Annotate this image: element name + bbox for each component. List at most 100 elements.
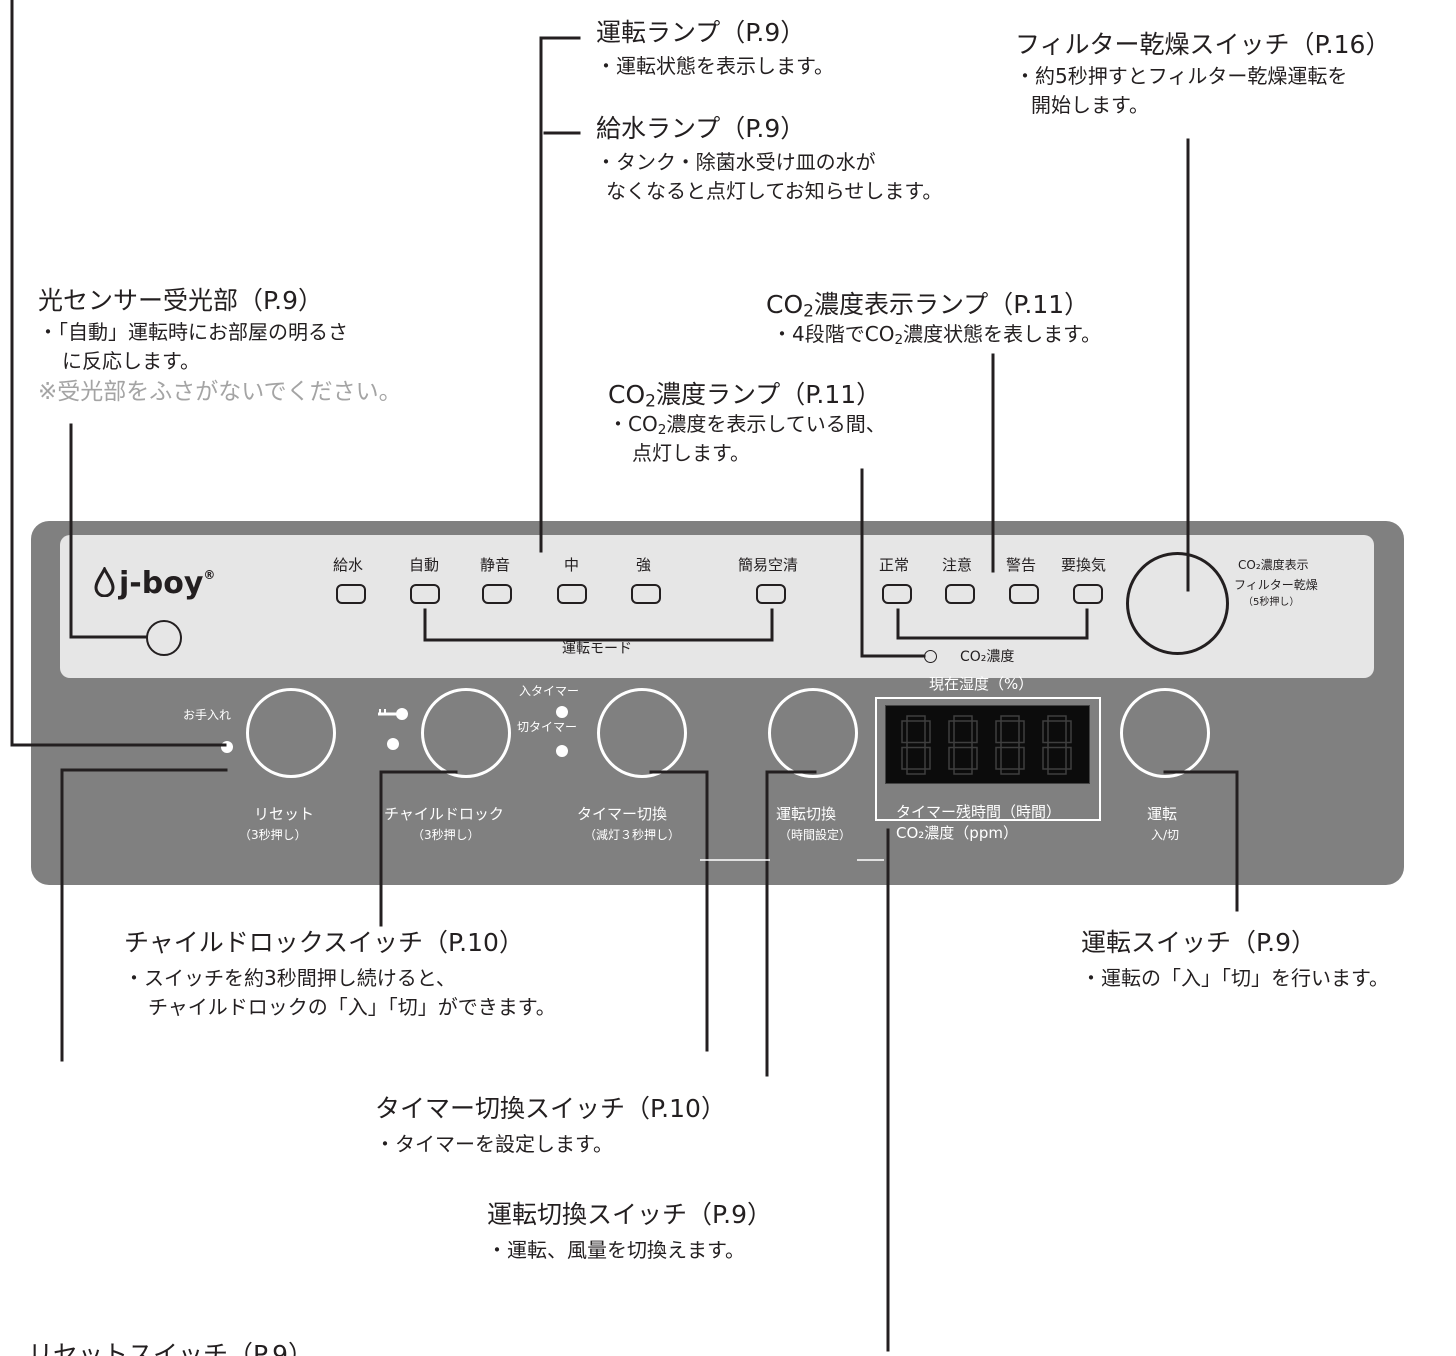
co2-display-lamp-title-post: 濃度表示ランプ（P.11） — [813, 290, 1090, 319]
run-lamp-title: 運転ランプ（P.9） — [596, 18, 806, 47]
lamp-label-air-clean: 簡易空清 — [738, 556, 799, 574]
digit-segment — [971, 746, 978, 770]
run-lamp-annotation: 運転ランプ（P.9） ・運転状態を表示します。 — [596, 18, 834, 81]
water-lamp-annotation: 給水ランプ（P.9） ・タンク・除菌水受け皿の水が なくなると点灯してお知らせし… — [596, 114, 942, 206]
display-digit — [948, 715, 978, 775]
child-lock-title: チャイルドロックスイッチ（P.10） — [124, 928, 524, 957]
run-mode-label: 運転モード — [562, 641, 632, 657]
mode-button[interactable] — [768, 688, 858, 778]
strong-lamp — [631, 584, 661, 604]
display-digit — [901, 715, 931, 775]
co2-lamp-desc-pre: ・CO — [608, 412, 658, 436]
co2-display-lamp-title-pre: CO — [766, 290, 804, 319]
run-lamp-desc: ・運転状態を表示します。 — [596, 54, 834, 78]
digit-segment — [924, 720, 931, 744]
timer-remaining-label: タイマー残時間（時間） — [896, 803, 1062, 821]
digit-segment — [1065, 746, 1072, 770]
co2-display-lamp-annotation: CO2濃度表示ランプ（P.11） ・4段階でCO2濃度状態を表します。 — [766, 290, 1101, 349]
co2-lamp-title-sub: 2 — [645, 391, 656, 412]
power-switch-annotation: 運転スイッチ（P.9） ・運転の「入」「切」を行います。 — [1081, 928, 1389, 993]
co2-lamp-title: CO2濃度ランプ（P.11） — [608, 380, 886, 410]
co2-concentration-label: CO₂濃度 — [960, 649, 1015, 665]
child-lock-annotation: チャイルドロックスイッチ（P.10） ・スイッチを約3秒間押し続けると、 チャイ… — [124, 928, 556, 1022]
digit-segment — [1000, 715, 1020, 722]
fd-label-filter: フィルター乾燥 — [1234, 578, 1318, 592]
co2-lamp-desc-post: 濃度を表示している間、 — [666, 412, 886, 436]
on-timer-label: 入タイマー — [519, 684, 580, 698]
water-lamp-title: 給水ランプ（P.9） — [596, 114, 806, 143]
lamp-label-auto: 自動 — [409, 556, 440, 574]
mode-switch-annotation: 運転切換スイッチ（P.9） ・運転、風量を切換えます。 — [487, 1200, 772, 1265]
reset-switch-title: リセットスイッチ（P.9） — [28, 1340, 314, 1356]
co2-display-lamp-title: CO2濃度表示ランプ（P.11） — [766, 290, 1101, 320]
humidity-label: 現在湿度（%） — [929, 675, 1034, 693]
timer-switch-title: タイマー切換スイッチ（P.10） — [375, 1094, 726, 1123]
timer-switch-annotation: タイマー切換スイッチ（P.10） ・タイマーを設定します。 — [375, 1094, 726, 1159]
co2-display-lamp-desc: ・4段階でCO2濃度状態を表します。 — [766, 320, 1101, 349]
reset-switch-annotation: リセットスイッチ（P.9） — [28, 1340, 313, 1356]
digit-segment — [906, 741, 926, 749]
digit-segment — [1042, 746, 1049, 770]
child-lock-sub-label: （3秒押し） — [412, 828, 480, 842]
mode-sub-label: （時間設定） — [779, 828, 852, 842]
digit-segment — [953, 715, 973, 722]
display-digits — [901, 715, 1072, 775]
child-lock-desc-2: チャイルドロックの「入」「切」ができます。 — [148, 995, 556, 1019]
power-label: 運転 — [1147, 805, 1178, 823]
mode-label: 運転切換 — [776, 805, 837, 823]
co2-ppm-label: CO₂濃度（ppm） — [896, 824, 1018, 842]
on-timer-lamp — [556, 706, 568, 718]
water-drop-icon — [94, 565, 115, 598]
timer-label: タイマー切換 — [577, 805, 668, 823]
maintenance-label: お手入れ — [183, 708, 232, 722]
light-sensor-desc-1: ・「自動」運転時にお部屋の明るさ — [38, 320, 348, 344]
reset-sub-label: （3秒押し） — [239, 828, 307, 842]
filter-dry-annotation: フィルター乾燥スイッチ（P.16） ・約5秒押すとフィルター乾燥運転を 開始しま… — [1015, 30, 1390, 120]
co2-display-lamp-desc-pre: ・4段階でCO — [772, 322, 895, 346]
digit-segment — [901, 746, 908, 770]
digit-segment — [1018, 720, 1025, 744]
silent-lamp — [482, 584, 512, 604]
filter-dry-button[interactable] — [1126, 552, 1229, 655]
fd-label-co2: CO₂濃度表示 — [1238, 558, 1309, 572]
digit-segment — [1042, 720, 1049, 744]
co2-lamp-annotation: CO2濃度ランプ（P.11） ・CO2濃度を表示している間、 点灯します。 — [608, 380, 886, 468]
digit-segment — [906, 768, 926, 775]
light-sensor-note: ※受光部をふさがないでください。 — [38, 379, 402, 405]
co2-lamp-desc-sub: 2 — [657, 421, 667, 438]
timer-button[interactable] — [597, 688, 687, 778]
digit-segment — [924, 746, 931, 770]
light-sensor-annotation: 光センサー受光部（P.9） ・「自動」運転時にお部屋の明るさ に反応します。 ※… — [38, 286, 402, 408]
seven-segment-display: 8888 — [885, 705, 1090, 784]
fd-label-5sec: （5秒押し） — [1243, 597, 1300, 608]
filter-dry-title: フィルター乾燥スイッチ（P.16） — [1015, 30, 1391, 59]
power-switch-title: 運転スイッチ（P.9） — [1081, 928, 1317, 957]
digit-segment — [1047, 715, 1067, 722]
co2-label-warning: 警告 — [1006, 556, 1037, 574]
digit-segment — [1000, 741, 1020, 749]
power-button[interactable] — [1120, 688, 1210, 778]
digit-segment — [971, 720, 978, 744]
reset-button[interactable] — [246, 688, 336, 778]
auto-lamp — [410, 584, 440, 604]
digit-segment — [1018, 746, 1025, 770]
digit-segment — [948, 720, 955, 744]
child-lock-button[interactable] — [421, 688, 511, 778]
digit-segment — [1047, 768, 1067, 775]
co2-normal-lamp — [882, 584, 912, 604]
lamp-label-strong: 強 — [636, 556, 652, 574]
display-digit — [995, 715, 1025, 775]
water-lamp-desc-2: なくなると点灯してお知らせします。 — [606, 179, 943, 203]
digit-segment — [1065, 720, 1072, 744]
co2-label-caution: 注意 — [942, 556, 973, 574]
child-lock-label: チャイルドロック — [384, 805, 504, 823]
registered-mark: ® — [203, 568, 216, 582]
air-clean-lamp — [756, 584, 786, 604]
co2-ventilate-lamp — [1073, 584, 1103, 604]
reset-label: リセット — [254, 805, 315, 823]
digit-segment — [906, 715, 926, 722]
digit-segment — [948, 746, 955, 770]
logo-text: j-boy — [119, 566, 204, 601]
